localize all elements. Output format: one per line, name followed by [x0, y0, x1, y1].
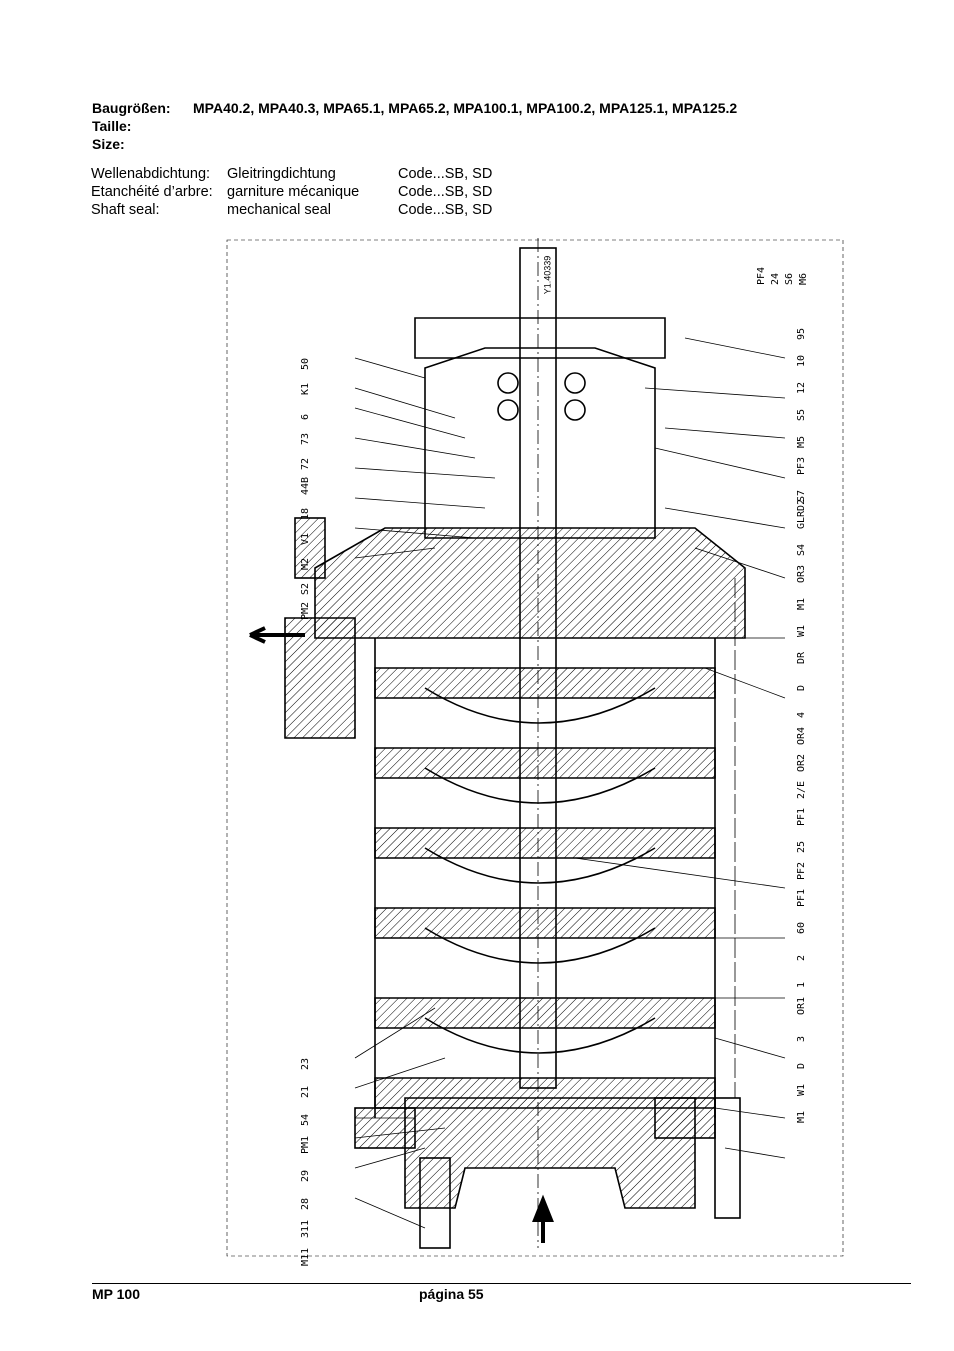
part-label-left: 29 — [300, 1169, 311, 1182]
part-label-right: PF2 — [796, 861, 807, 880]
part-label-right: OR1 — [796, 996, 807, 1015]
seal-type-de: Gleitringdichtung — [227, 166, 336, 182]
part-label-right: 3 — [796, 1035, 807, 1042]
part-label-right: DR — [796, 651, 807, 664]
size-label-en: Size: — [92, 136, 125, 152]
seal-type-en: mechanical seal — [227, 202, 331, 218]
part-label-left: 23 — [300, 1057, 311, 1070]
footer-divider — [92, 1283, 911, 1284]
size-label-de: Baugrößen: — [92, 100, 171, 116]
part-label-left: 73 — [300, 432, 311, 445]
part-label-left: PM1 — [300, 1135, 311, 1154]
size-label-fr: Taille: — [92, 118, 132, 134]
part-label-right: 25 — [796, 840, 807, 853]
part-label-right: M6 — [798, 272, 809, 285]
part-label-right: OR4 — [796, 726, 807, 745]
part-label-right: S4 — [796, 543, 807, 556]
part-label-left: 50 — [300, 357, 311, 370]
page-number: página 55 — [419, 1286, 484, 1302]
part-label-right: M1 — [796, 597, 807, 610]
part-label-right: M5 — [796, 435, 807, 448]
part-label-left: PM2 — [300, 601, 311, 620]
part-label-left: V1 — [300, 532, 311, 545]
part-label-right: PF4 — [756, 266, 767, 285]
part-label-left: 21 — [300, 1085, 311, 1098]
footer-left: MP 100 — [92, 1286, 140, 1302]
part-label-right: 24 — [770, 272, 781, 285]
part-label-left: 18 — [300, 507, 311, 520]
part-label-left: M11 — [300, 1247, 311, 1266]
part-label-right: 4 — [796, 711, 807, 718]
size-value: MPA40.2, MPA40.3, MPA65.1, MPA65.2, MPA1… — [193, 100, 738, 116]
part-label-right: PF1 — [796, 888, 807, 907]
seal-code-en: Code...SB, SD — [398, 202, 493, 218]
part-label-right: 2 — [796, 954, 807, 961]
seal-type-fr: garniture mécanique — [227, 184, 360, 200]
part-label-left: 54 — [300, 1113, 311, 1126]
part-label-right: OR2 — [796, 753, 807, 772]
part-label-left: 28 — [300, 1197, 311, 1210]
part-label-right: GLRD2 — [796, 498, 807, 529]
part-label-left: 44B — [300, 476, 311, 495]
part-label-left: 6 — [300, 413, 311, 420]
part-label-right: 60 — [796, 921, 807, 934]
part-label-right: 12 — [796, 381, 807, 394]
part-label-right: 1 — [796, 981, 807, 988]
part-label-right: M1 — [796, 1110, 807, 1123]
part-label-right: PF3 — [796, 456, 807, 475]
part-label-right: S5 — [796, 408, 807, 421]
part-label-right: D — [796, 684, 807, 691]
part-label-left: 72 — [300, 457, 311, 470]
seal-label-de: Wellenabdichtung: — [91, 166, 211, 182]
part-label-left: 311 — [300, 1219, 311, 1238]
pump-sectional-drawing — [226, 238, 844, 1257]
shaft-note: Y1.40339 — [542, 255, 553, 295]
part-label-right: W1 — [796, 624, 807, 637]
part-label-right: S6 — [784, 272, 795, 285]
part-label-right: W1 — [796, 1083, 807, 1096]
part-label-right: OR3 — [796, 564, 807, 583]
seal-code-de: Code...SB, SD — [398, 166, 493, 182]
seal-code-fr: Code...SB, SD — [398, 184, 493, 200]
part-label-left: S2 — [300, 582, 311, 595]
part-label-right: PF1 — [796, 807, 807, 826]
part-label-right: 10 — [796, 354, 807, 367]
part-label-left: M2 — [300, 557, 311, 570]
part-label-right: 2/E — [796, 780, 807, 799]
part-label-right: D — [796, 1062, 807, 1069]
seal-label-en: Shaft seal: — [91, 202, 160, 218]
part-label-right: 95 — [796, 327, 807, 340]
part-label-left: K1 — [300, 382, 311, 395]
seal-label-fr: Etanchéité d’arbre: — [91, 184, 213, 200]
